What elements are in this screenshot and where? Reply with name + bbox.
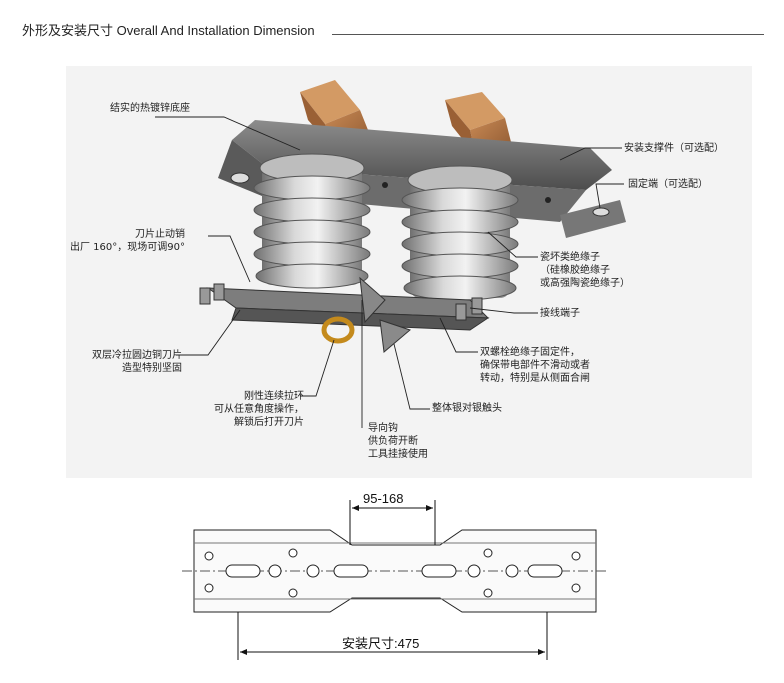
callout-blade: 双层冷拉圆边铜刀片 造型特别坚固 <box>92 350 182 374</box>
leader-mount-bracket <box>559 147 622 161</box>
insulator-left <box>253 153 371 289</box>
blade-assembly <box>199 276 490 353</box>
section-header: 外形及安装尺寸 Overall And Installation Dimensi… <box>22 18 764 40</box>
callout-terminal: 接线端子 <box>540 308 580 319</box>
pull-ring <box>321 316 355 344</box>
dimension-install-label: 安装尺寸:475 <box>342 636 420 651</box>
callout-insulator: 瓷坏类绝缘子 （硅橡胶绝缘子 或高强陶瓷绝缘子） <box>540 252 630 289</box>
callout-fixed-end: 固定端（可选配） <box>628 179 708 190</box>
leader-bolt-fix <box>439 317 478 353</box>
callout-bolt-fix: 双螺栓绝缘子固定件， 确保带电部件不滑动或者 转动，特别是从侧面合闸 <box>480 347 590 384</box>
leader-terminal <box>469 307 538 314</box>
leader-lines <box>155 116 624 428</box>
dimension-lines <box>237 500 548 660</box>
callout-pull-ring: 刚性连续拉环 可从任意角度操作， 解锁后打开刀片 <box>214 391 304 428</box>
leader-insulator <box>487 231 538 258</box>
header-rule <box>332 34 764 35</box>
mounting-holes <box>204 548 581 598</box>
callout-guide-hook: 导向钩 供负荷开断 工具挂接使用 <box>368 423 428 460</box>
leader-blade <box>176 309 241 356</box>
callout-base: 结实的热镀锌底座 <box>110 103 190 114</box>
leader-pull-ring <box>300 339 335 397</box>
leader-fixed-end <box>595 183 624 209</box>
callout-contact: 整体银对银触头 <box>432 403 502 414</box>
slotted-holes <box>225 564 563 578</box>
dimension-spacing-label: 95-168 <box>363 491 404 506</box>
callout-mount-bracket: 安装支撑件（可选配） <box>624 143 724 154</box>
section-title: 外形及安装尺寸 Overall And Installation Dimensi… <box>22 23 315 38</box>
insulator-right <box>401 165 519 301</box>
leader-base <box>155 116 301 151</box>
callout-blade-stop: 刀片止动销 出厂 160°，现场可调90° <box>70 229 185 253</box>
leader-contact <box>393 343 430 410</box>
leader-blade-stop <box>208 235 251 283</box>
